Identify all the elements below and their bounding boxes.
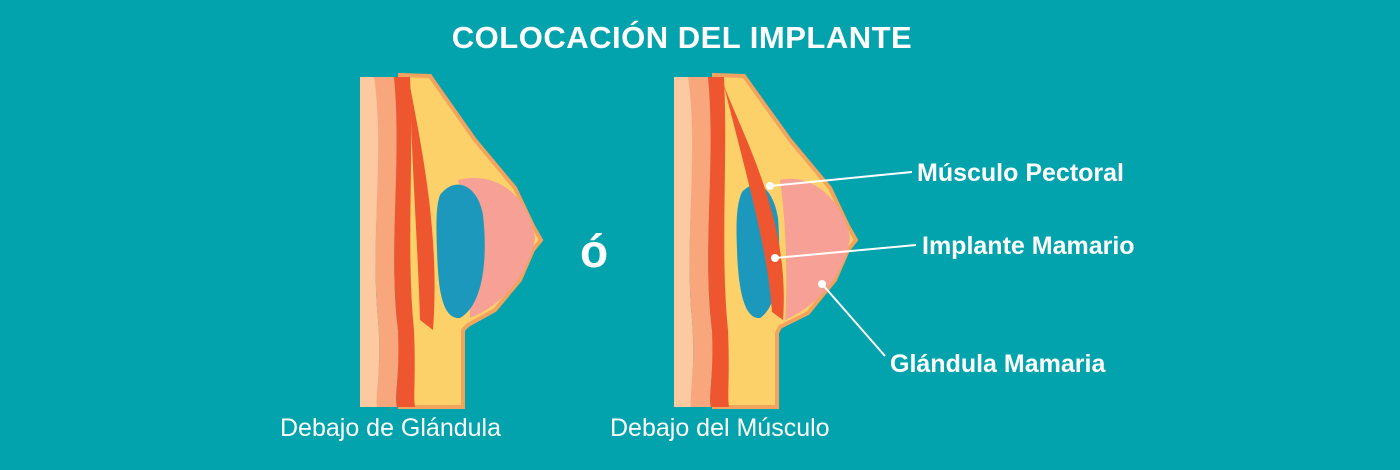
- breast-right: [674, 72, 859, 409]
- right-pectoral-muscle: [724, 86, 784, 320]
- breast-left: [360, 72, 544, 409]
- leader-gland: [821, 283, 886, 357]
- label-pectoral-muscle: Músculo Pectoral: [917, 159, 1124, 187]
- connector-or: ó: [580, 225, 609, 277]
- diagram-title: COLOCACIÓN DEL IMPLANTE: [451, 20, 913, 55]
- dot-pectoral: [766, 182, 774, 190]
- label-mammary-gland: Glándula Mamaria: [890, 350, 1106, 378]
- caption-under-gland: Debajo de Glándula: [280, 414, 501, 442]
- left-pectoral-muscle: [410, 86, 435, 330]
- left-implant: [436, 184, 485, 319]
- leader-lines: [766, 171, 917, 357]
- leader-pectoral: [769, 171, 913, 187]
- left-skin-mid: [374, 77, 399, 407]
- right-gland: [780, 178, 850, 320]
- dot-gland: [818, 280, 826, 288]
- dot-implant: [771, 254, 779, 262]
- leader-implant: [774, 244, 917, 259]
- left-muscle-base: [394, 77, 415, 407]
- label-breast-implant: Implante Mamario: [922, 232, 1135, 260]
- right-skin-light: [674, 77, 694, 407]
- right-muscle-base: [708, 77, 729, 407]
- left-skin-light: [360, 77, 380, 407]
- right-skin-mid: [688, 77, 713, 407]
- caption-under-muscle: Debajo del Músculo: [610, 414, 830, 442]
